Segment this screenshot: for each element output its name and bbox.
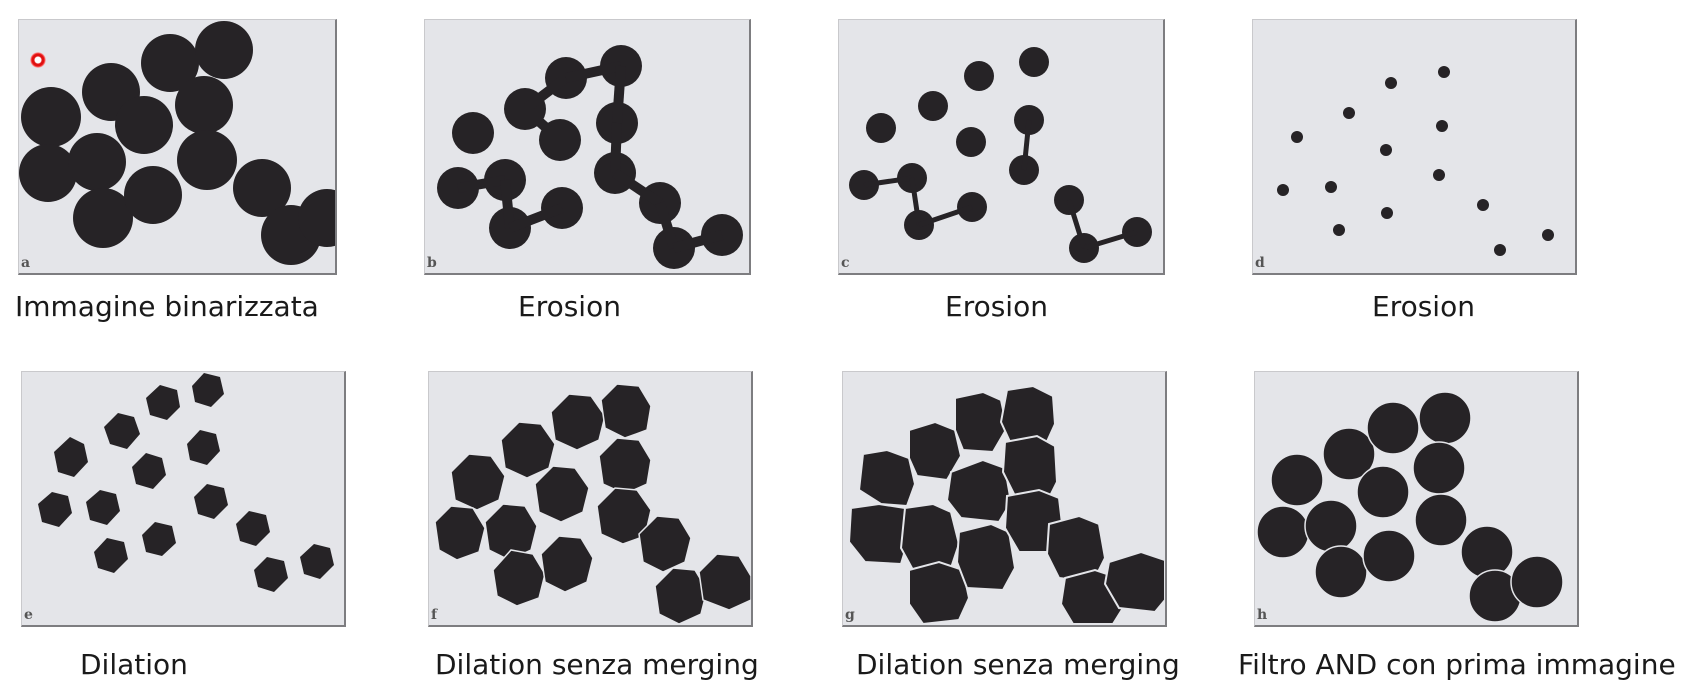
panel-a-blobs [19, 21, 335, 265]
panel-f-dilation-no-merge: f [428, 371, 753, 627]
panel-b-blobs [437, 45, 743, 269]
panel-letter: c [841, 255, 850, 271]
panel-h-and-filter: h [1254, 371, 1579, 627]
cursor-pointer-icon [30, 52, 46, 68]
panel-a-binarized: a [18, 19, 337, 275]
panel-letter: b [427, 255, 437, 271]
panel-f-blobs [434, 383, 751, 625]
panel-d-erosion: d [1252, 19, 1577, 275]
caption-c: Erosion [945, 290, 1048, 323]
panel-letter: h [1257, 607, 1268, 623]
panel-g-dilation-no-merge: g [842, 371, 1167, 627]
panel-c-blobs [849, 47, 1152, 263]
panel-letter: f [431, 607, 438, 623]
panel-e-dilation: e [21, 371, 346, 627]
panel-b-erosion: b [424, 19, 751, 275]
panel-c-erosion: c [838, 19, 1165, 275]
panel-g-blobs [847, 384, 1165, 625]
caption-h: Filtro AND con prima immagine [1238, 648, 1676, 681]
caption-b: Erosion [518, 290, 621, 323]
caption-a: Immagine binarizzata [15, 290, 319, 323]
panel-d-blobs [1277, 66, 1554, 256]
caption-e: Dilation [80, 648, 188, 681]
panel-e-blobs [38, 373, 334, 592]
panel-letter: e [24, 607, 33, 623]
caption-f: Dilation senza merging [435, 648, 759, 681]
caption-g: Dilation senza merging [856, 648, 1180, 681]
panel-h-blobs [1256, 391, 1564, 623]
caption-d: Erosion [1372, 290, 1475, 323]
panel-letter: a [21, 255, 31, 271]
panel-letter: d [1255, 255, 1265, 271]
panel-letter: g [845, 607, 855, 623]
